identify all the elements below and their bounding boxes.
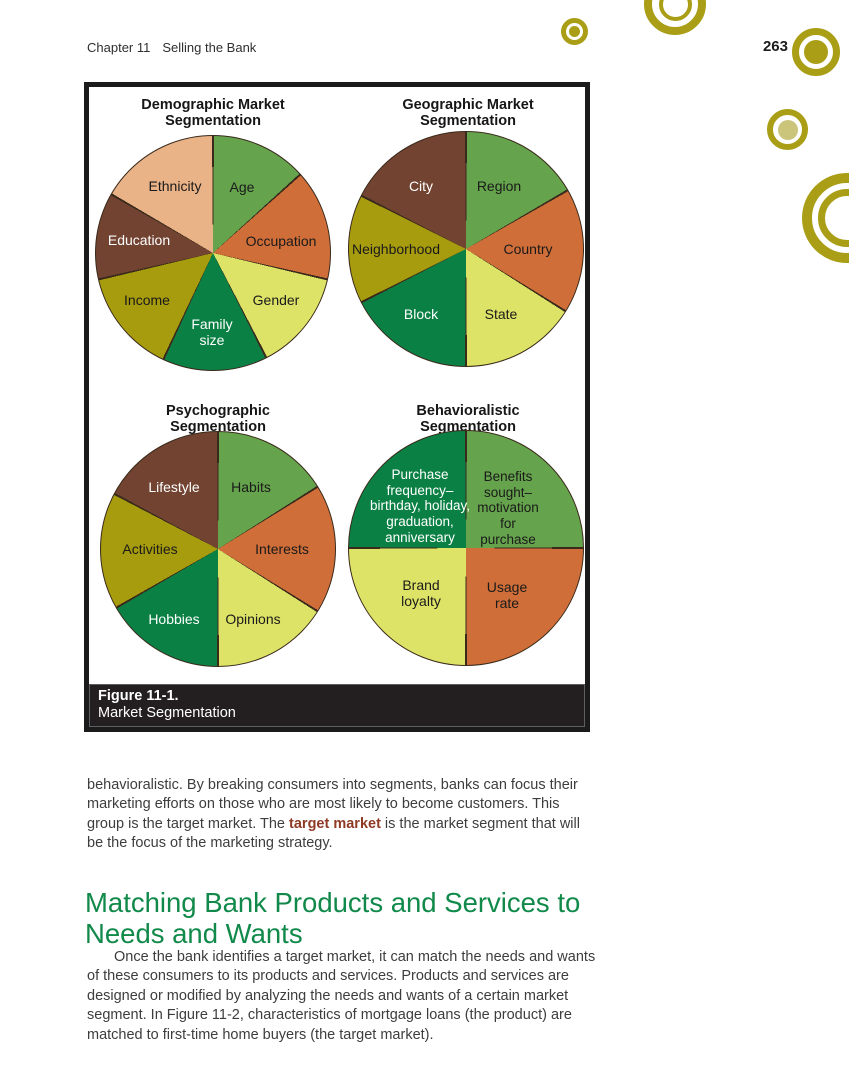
section-heading-line: Matching Bank Products and Services to <box>85 886 581 918</box>
pie-slice-label: Usage rate <box>486 578 528 611</box>
pie-slice-label: Interests <box>255 540 309 557</box>
ring-center-dot <box>804 40 828 64</box>
chart-title-behavioralistic: Behavioralistic Segmentation <box>357 403 579 435</box>
pie-slice-label: Gender <box>252 291 300 308</box>
ring-center-dot <box>569 26 580 37</box>
chart-title-line: Segmentation <box>420 418 516 435</box>
page-number: 263 <box>762 38 788 55</box>
pie-slice-label: Ethnicity <box>148 177 202 194</box>
pie-slice-label: Country <box>503 240 553 257</box>
double-ring-ornament-clipped <box>802 173 849 263</box>
section-heading-line: Needs and Wants <box>85 917 303 949</box>
figure-caption-bar: Figure 11-1. Market Segmentation <box>89 684 585 727</box>
ring-bullseye-ornament <box>792 28 840 76</box>
chart-title-line: Segmentation <box>165 112 261 129</box>
chart-title-line: Segmentation <box>170 418 266 435</box>
pie-slice-label: Region <box>476 177 522 194</box>
chapter-label: Chapter 11 <box>87 40 151 55</box>
pie-slice-label: Purchase frequency– birthday, holiday, g… <box>369 466 471 545</box>
paragraph-matching-products: Once the bank identifies a target market… <box>87 948 596 1043</box>
inner-ring <box>818 189 849 247</box>
chart-title-geographic: Geographic Market Segmentation <box>357 97 579 129</box>
key-term-target-market: target market <box>289 815 381 832</box>
chart-title-demographic: Demographic Market Segmentation <box>102 97 324 129</box>
pie-slice-label: State <box>484 305 518 322</box>
pie-slice-label: Age <box>229 178 255 195</box>
pie-slice-label: Opinions <box>225 610 281 627</box>
figure-caption-label: Figure 11-1. <box>98 688 179 704</box>
double-ring-ornament <box>644 0 706 35</box>
chart-title-line: Geographic Market <box>402 97 534 113</box>
pie-slice-label: Habits <box>231 478 271 495</box>
chart-title-line: Demographic Market <box>141 97 285 113</box>
pie-chart-behavioralistic: Benefits sought– motivation for purchase… <box>348 430 584 666</box>
pie-slice-label: Education <box>107 231 171 248</box>
section-heading: Matching Bank Products and Services to N… <box>85 887 625 949</box>
pie-slice-label: Neighborhood <box>352 240 440 257</box>
pie-slice-label: Activities <box>122 540 178 557</box>
paragraph-target-market: behavioralistic. By breaking consumers i… <box>87 776 599 854</box>
inner-ring <box>658 0 692 21</box>
chart-title-line: Psychographic <box>166 403 270 419</box>
pie-slice-label: Benefits sought– motivation for purchase <box>477 468 539 547</box>
paragraph-text: is the market segment that will be the f… <box>87 815 580 852</box>
ring-center-fill <box>777 119 798 140</box>
pie-slice-label: Hobbies <box>148 610 200 627</box>
paragraph-text: behavioralistic. By breaking consumers i… <box>87 776 578 832</box>
pie-slice-label: Block <box>403 305 439 322</box>
chart-title-psychographic: Psychographic Segmentation <box>107 403 329 435</box>
chart-title-line: Behavioralistic <box>416 403 520 419</box>
chart-title-line: Segmentation <box>420 112 516 129</box>
pie-slice-label: Brand loyalty <box>401 576 441 609</box>
pie-slice-label: Occupation <box>245 232 317 249</box>
pie-slice-label: Family size <box>191 315 233 348</box>
figure-caption-title: Market Segmentation <box>98 705 236 721</box>
pie-slice-label: Income <box>124 291 170 308</box>
ring-filled-ornament <box>767 109 808 150</box>
pie-slice-label: City <box>408 177 434 194</box>
running-head: Chapter 11 Selling the Bank <box>87 40 256 55</box>
ring-bullseye-ornament <box>561 18 588 45</box>
pie-slice-label: Lifestyle <box>148 478 200 495</box>
chapter-title: Selling the Bank <box>162 40 257 55</box>
